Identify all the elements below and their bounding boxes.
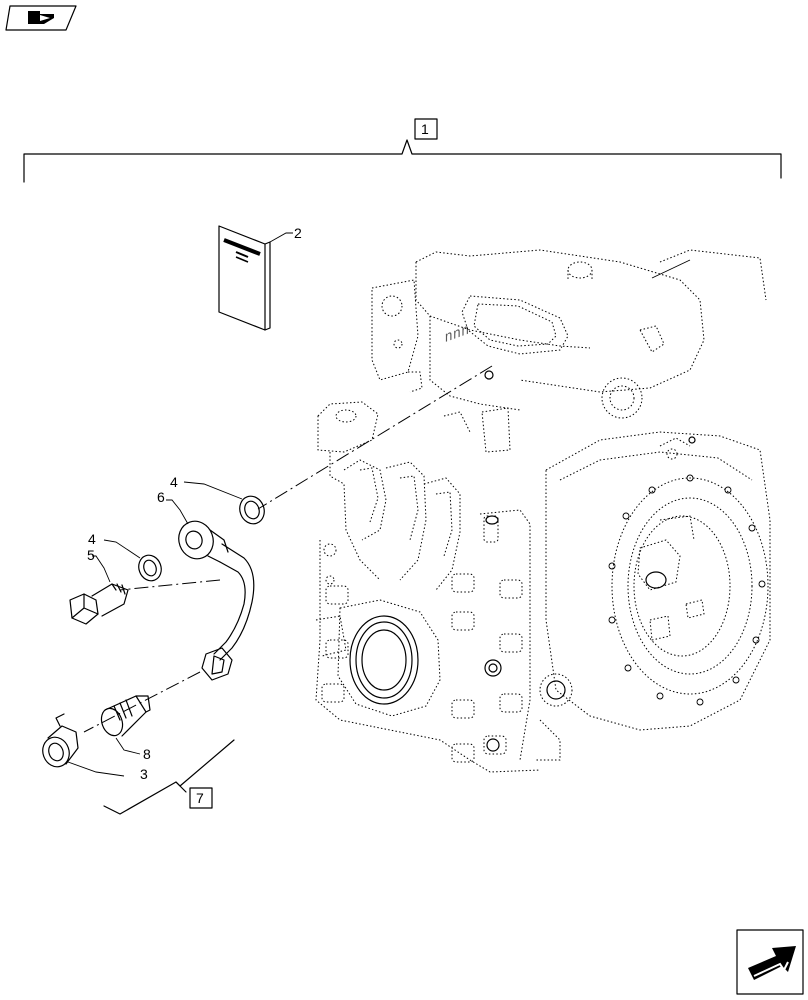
callout-3: 3 [140, 766, 148, 782]
engine-badge-icon[interactable] [5, 5, 77, 31]
callout-1: 1 [421, 121, 429, 137]
svg-text:nnn: nnn [445, 321, 470, 346]
pressure-fitting: 8 [100, 695, 151, 762]
callout-7: 7 [196, 790, 204, 806]
callout-2: 2 [294, 225, 302, 241]
callout-8: 8 [143, 746, 151, 762]
sealing-washer-lower: 4 [88, 531, 162, 582]
engine-block: nnn [315, 249, 771, 773]
callout-4-lower: 4 [88, 531, 96, 547]
banjo-bolt: 5 [69, 547, 129, 625]
dust-cap: 3 [42, 713, 148, 782]
oil-pipe-with-banjo: 6 [157, 489, 255, 681]
callout-6: 6 [157, 489, 165, 505]
subassembly-bracket-7: 7 [103, 739, 235, 815]
assembly-bracket-1: 1 [23, 118, 782, 183]
label-booklet-part: 2 [218, 225, 302, 331]
sealing-washer-upper: 4 [170, 474, 265, 525]
callout-4-upper: 4 [170, 474, 178, 490]
callout-5: 5 [87, 547, 95, 563]
next-page-arrow-icon[interactable] [736, 929, 804, 995]
assembly-axis-lines [83, 365, 493, 733]
